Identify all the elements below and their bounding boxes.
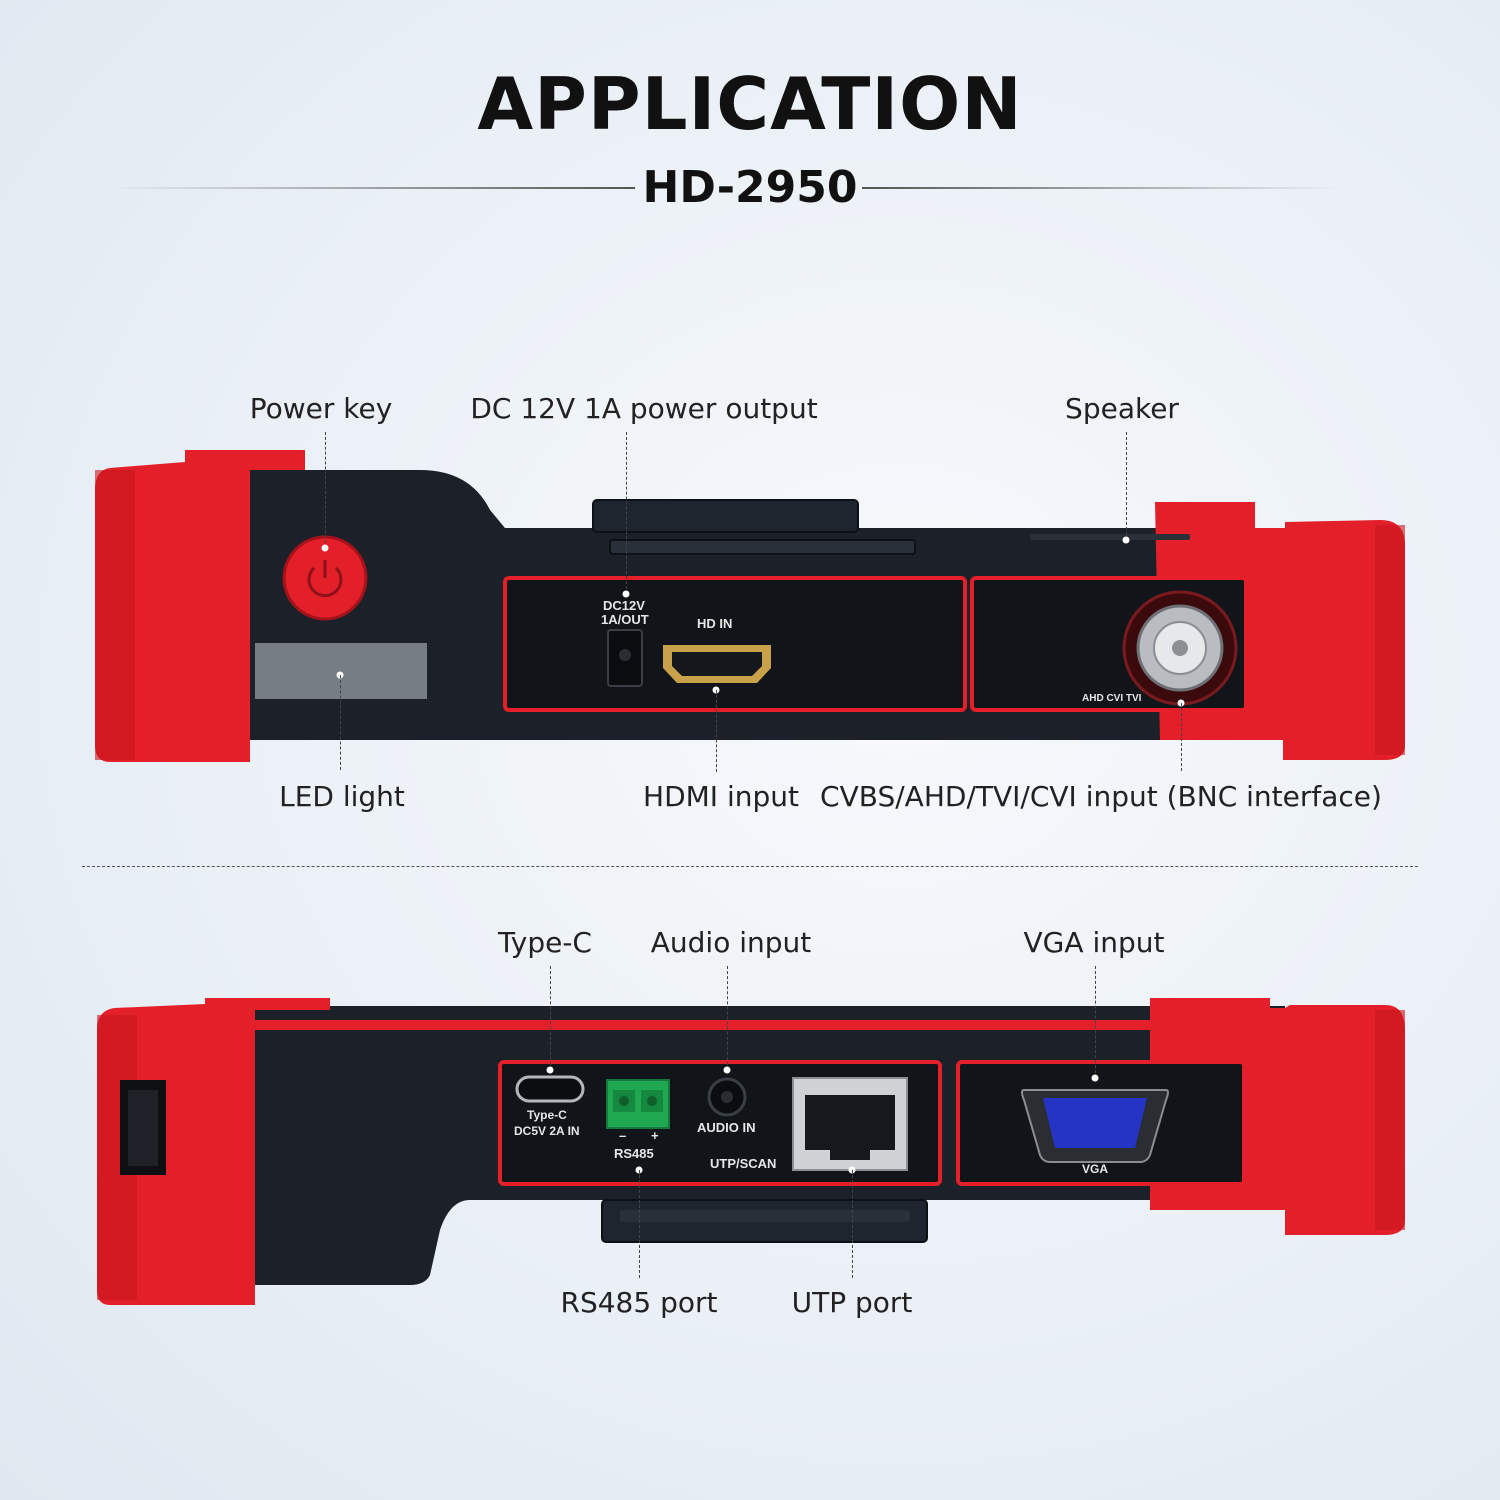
marker-speaker xyxy=(1122,536,1130,544)
model-number: HD-2950 xyxy=(642,162,858,213)
audio-port-label: AUDIO IN xyxy=(697,1120,756,1135)
callout-vga-input: VGA input xyxy=(1023,926,1165,959)
leader-rs485-port xyxy=(639,1170,640,1278)
header-rule-right xyxy=(862,187,1340,189)
dc-label-line1: DC12V xyxy=(603,598,645,613)
callout-dc-output: DC 12V 1A power output xyxy=(470,392,818,425)
leader-dc-output xyxy=(626,432,627,594)
callout-type-c: Type-C xyxy=(498,926,592,959)
leader-audio-input xyxy=(727,966,728,1070)
callout-audio-input: Audio input xyxy=(650,926,812,959)
callout-speaker: Speaker xyxy=(1065,392,1179,425)
section-divider xyxy=(82,866,1418,867)
rs485-port-label: RS485 xyxy=(614,1146,654,1161)
marker-type-c xyxy=(546,1066,554,1074)
callout-bnc-input: CVBS/AHD/TVI/CVI input (BNC interface) xyxy=(820,780,1382,813)
callout-rs485-port: RS485 port xyxy=(560,1286,718,1319)
callout-power-key: Power key xyxy=(249,392,393,425)
typec-label-line2: DC5V 2A IN xyxy=(514,1124,580,1138)
vga-port-label: VGA xyxy=(1082,1162,1109,1176)
leader-type-c xyxy=(550,966,551,1070)
typec-label-line1: Type-C xyxy=(527,1108,567,1122)
leader-hdmi-input xyxy=(716,690,717,772)
callout-utp-port: UTP port xyxy=(791,1286,913,1319)
leader-led-light xyxy=(340,675,341,770)
leader-bnc-input xyxy=(1181,703,1182,771)
callout-hdmi-input: HDMI input xyxy=(643,780,799,813)
leader-power-key xyxy=(325,432,326,548)
leader-speaker xyxy=(1126,432,1127,540)
callout-led-light: LED light xyxy=(279,780,405,813)
rs485-minus-label: – xyxy=(619,1128,627,1143)
dc-label-line2: 1A/OUT xyxy=(601,612,649,627)
page-title: APPLICATION xyxy=(477,62,1023,146)
leader-vga-input xyxy=(1095,966,1096,1078)
header-rule-left xyxy=(110,187,635,189)
marker-power-key xyxy=(321,544,329,552)
bnc-mode-label: AHD CVI TVI xyxy=(1082,693,1142,704)
marker-vga-input xyxy=(1091,1074,1099,1082)
leader-utp-port xyxy=(852,1170,853,1278)
marker-audio-input xyxy=(723,1066,731,1074)
hdmi-port-label: HD IN xyxy=(697,616,733,631)
marker-dc-output xyxy=(622,590,630,598)
utp-port-label: UTP/SCAN xyxy=(710,1156,777,1171)
rs485-plus-label: + xyxy=(651,1128,659,1143)
